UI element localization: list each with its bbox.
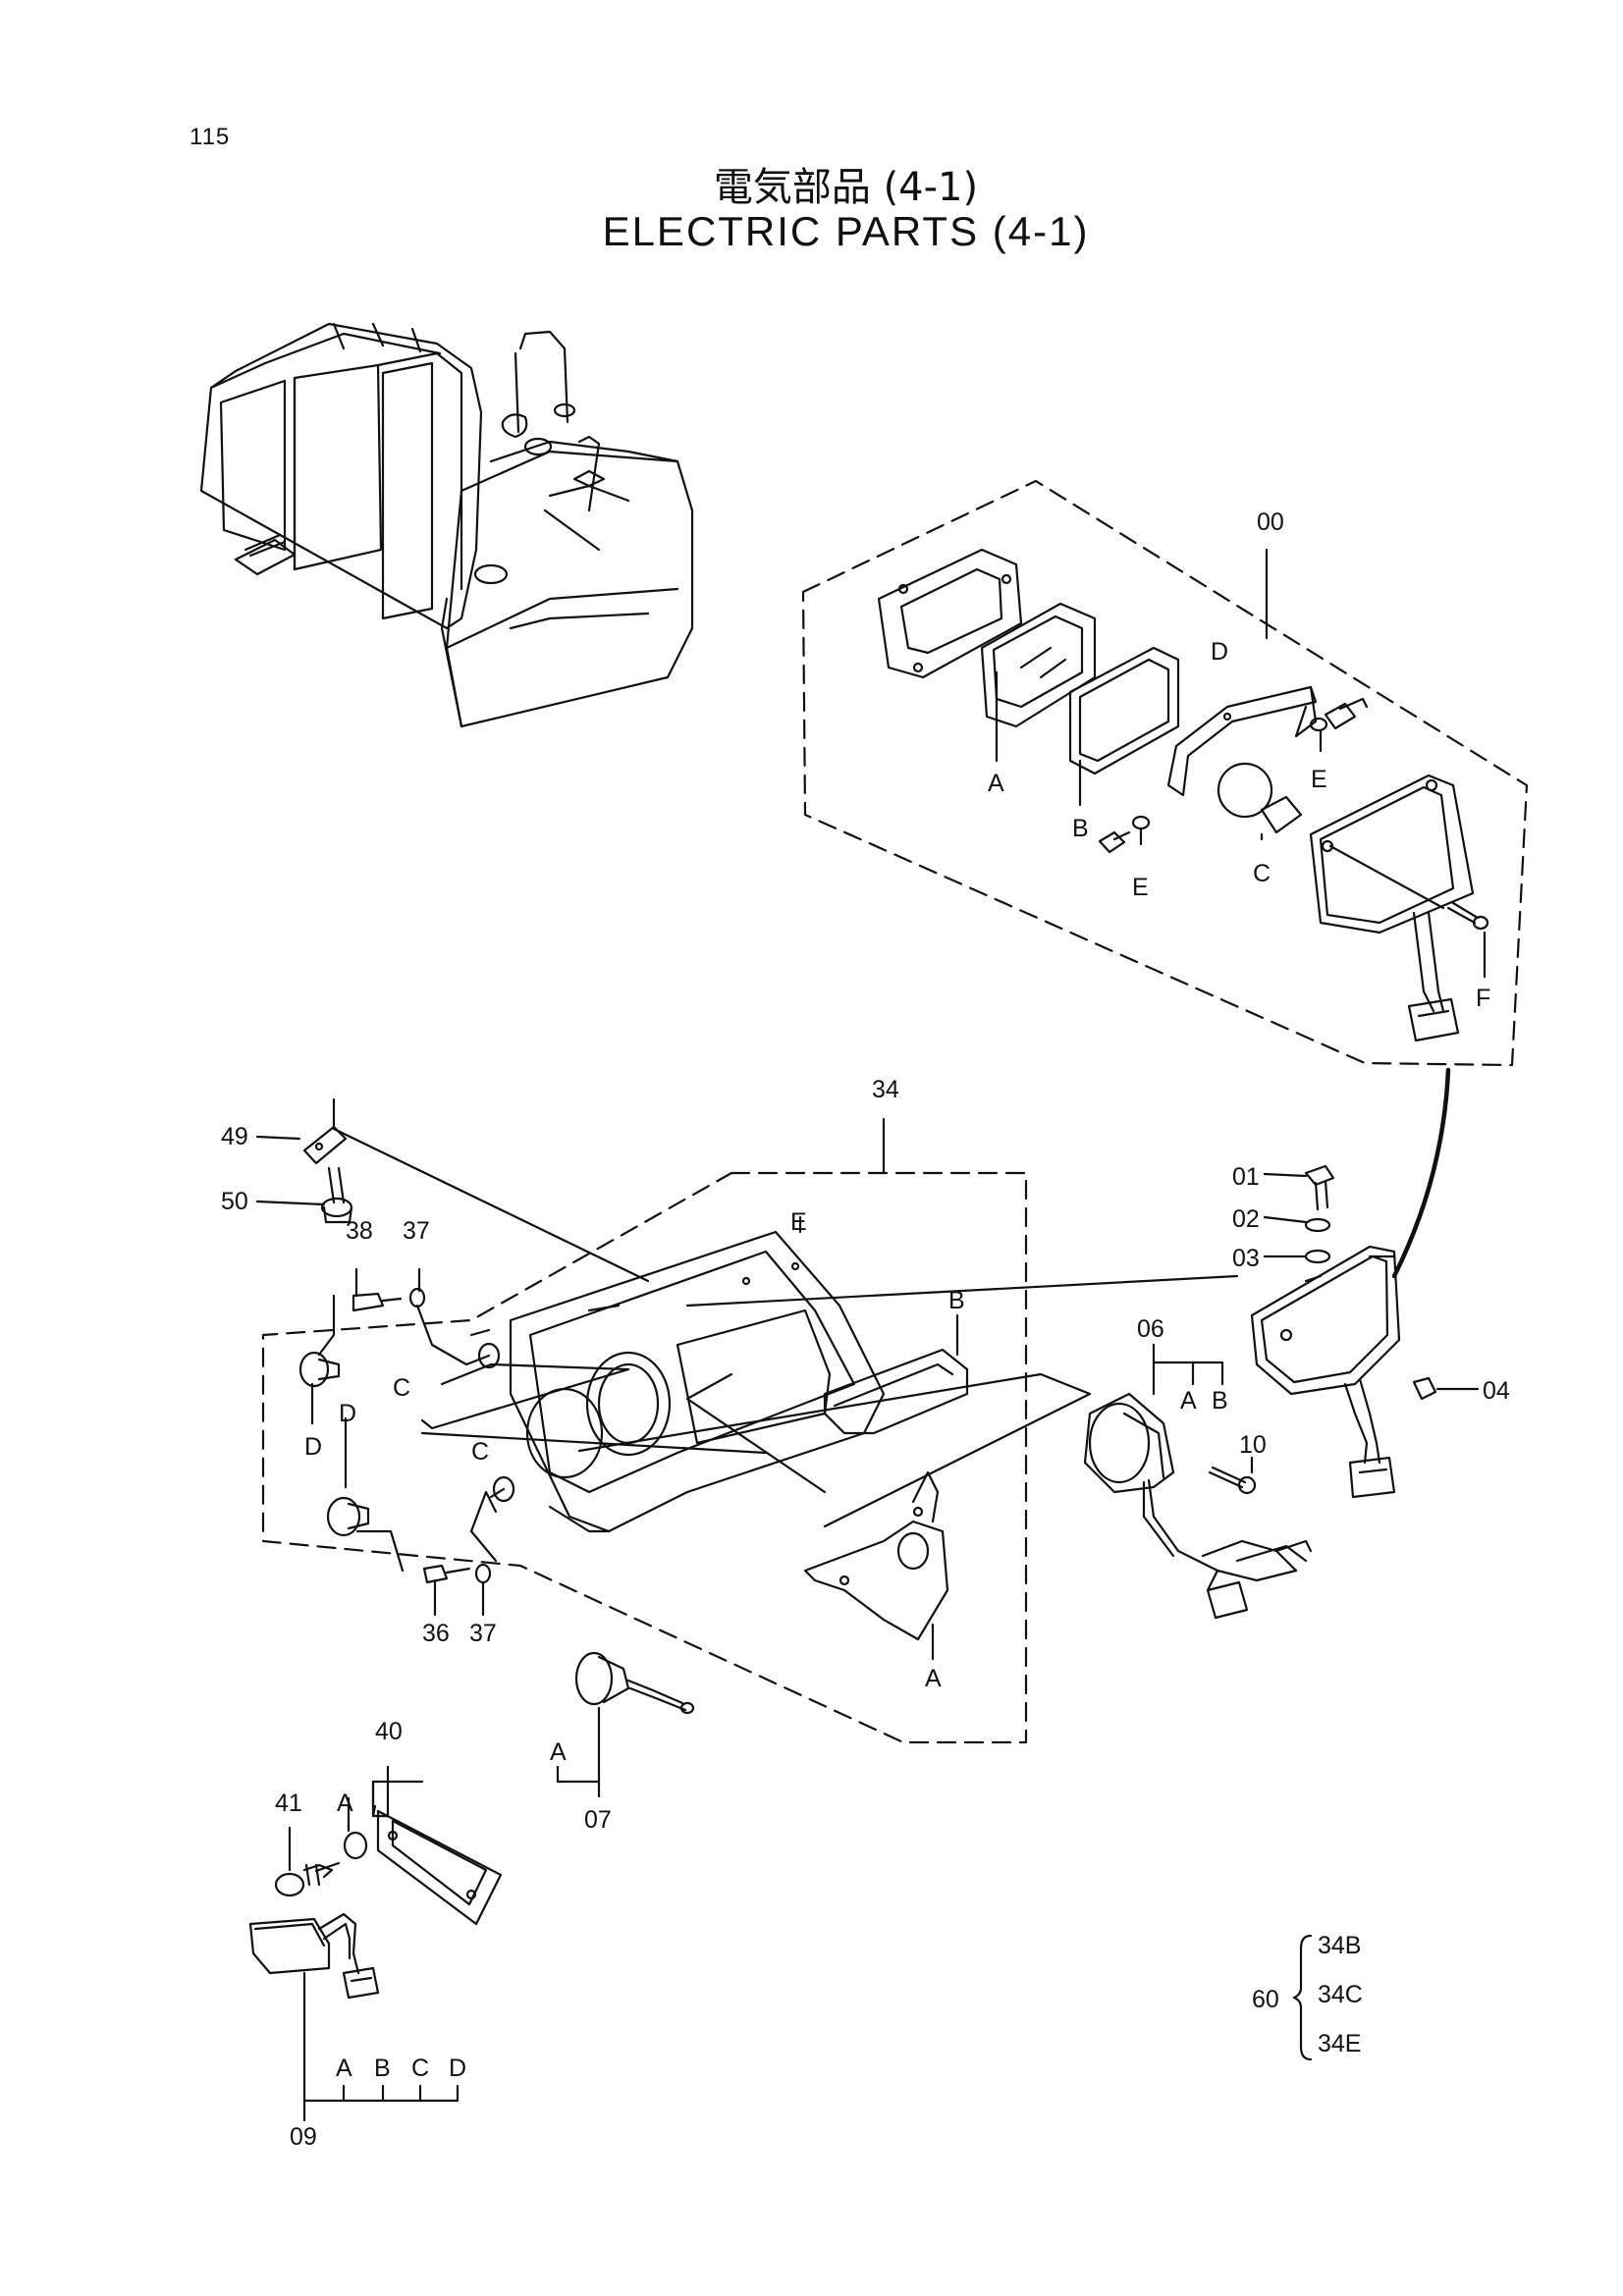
work-lamp-assembly — [801, 479, 1529, 1279]
lamp09-letter-c: C — [411, 2055, 429, 2082]
lamp09-letter-b: B — [374, 2055, 391, 2082]
leader-50 — [255, 1200, 326, 1206]
callout-02: 02 — [1232, 1205, 1260, 1233]
callout-38: 38 — [346, 1217, 373, 1245]
instrument-panel-assembly — [261, 1097, 1239, 1744]
callout-36: 36 — [422, 1620, 450, 1647]
callout-49: 49 — [221, 1123, 248, 1150]
callout-37-lower: 37 — [469, 1620, 497, 1647]
panel-letter-a: A — [925, 1665, 942, 1692]
title-japanese: 電気部品 (4-1) — [713, 165, 979, 210]
lamp-socket — [556, 1651, 695, 1798]
gauge-assembly — [1083, 1343, 1313, 1620]
panel-letter-c-upper: C — [393, 1374, 410, 1402]
callout-09: 09 — [290, 2123, 317, 2151]
panel-letter-c-lower: C — [471, 1438, 489, 1466]
panel-letter-e: E — [790, 1208, 807, 1236]
lamp-letter-b: B — [1072, 815, 1089, 842]
variant-34e: 34E — [1318, 2030, 1361, 2057]
callout-50: 50 — [221, 1188, 248, 1215]
callout-00: 00 — [1257, 508, 1284, 536]
machine-cab-illustration — [199, 322, 694, 728]
page-number: 115 — [189, 124, 231, 150]
callout-10: 10 — [1239, 1431, 1267, 1459]
callout-04: 04 — [1483, 1377, 1510, 1405]
leader-49 — [255, 1135, 301, 1141]
callout-41: 41 — [275, 1789, 302, 1817]
panel-letter-b: B — [948, 1287, 965, 1314]
callout-01: 01 — [1232, 1163, 1260, 1191]
panel-letter-d-left: D — [304, 1433, 322, 1461]
lamp-letter-e-right: E — [1311, 766, 1327, 793]
lamp09-letter-a: A — [336, 2055, 352, 2082]
callout-07: 07 — [584, 1806, 612, 1834]
lamp-letter-d: D — [1211, 638, 1228, 666]
callout-06: 06 — [1137, 1315, 1164, 1343]
lamp-letter-a: A — [988, 770, 1004, 797]
socket-letter-a: A — [550, 1738, 567, 1766]
variant-34b: 34B — [1318, 1932, 1361, 1959]
callout-40: 40 — [375, 1718, 403, 1745]
lamp-letter-f: F — [1476, 985, 1490, 1012]
callout-60: 60 — [1252, 1986, 1279, 2013]
gauge-letter-a: A — [1180, 1387, 1197, 1415]
gauge-letter-b: B — [1212, 1387, 1228, 1415]
variant-34c: 34C — [1318, 1981, 1363, 2008]
light-housing-assembly — [1250, 1164, 1480, 1499]
indicator-lamp-09 — [248, 1912, 460, 2122]
lamp-letter-c: C — [1253, 860, 1271, 887]
variant-note — [1292, 1934, 1313, 2061]
callout-03: 03 — [1232, 1245, 1260, 1272]
panel-letter-d-mid: D — [339, 1400, 356, 1427]
callout-34: 34 — [872, 1076, 899, 1103]
title-english: ELECTRIC PARTS (4-1) — [602, 208, 1090, 254]
bracket-assembly-40 — [274, 1765, 503, 1926]
callout-37-upper: 37 — [403, 1217, 430, 1245]
lamp09-letter-d: D — [449, 2055, 466, 2082]
bracket-letter-a: A — [337, 1789, 353, 1817]
lamp-letter-e-left: E — [1132, 874, 1149, 901]
